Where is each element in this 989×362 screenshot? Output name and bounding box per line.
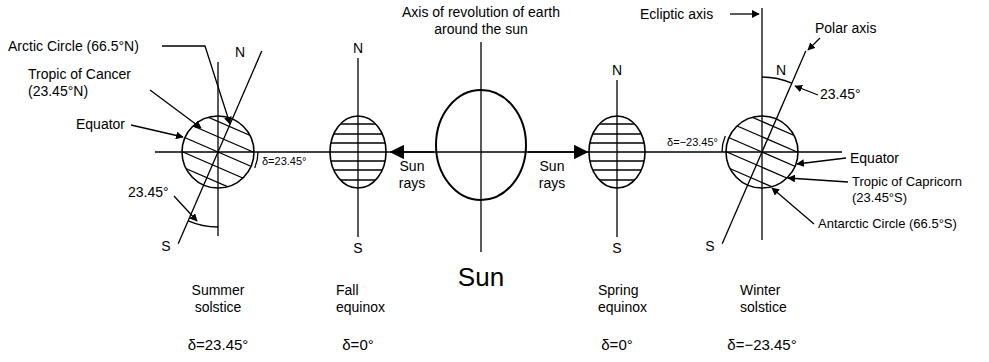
- pole-label: S: [705, 238, 714, 255]
- declination-value: δ=23.45°: [188, 336, 249, 354]
- pole-label: S: [612, 240, 621, 257]
- declination-value: δ=0°: [342, 336, 373, 354]
- pole-label: N: [353, 40, 363, 57]
- angle-label: 23.45°: [820, 86, 861, 103]
- latitude-label: Equator: [850, 150, 899, 167]
- latitude-label: Tropic of Capricorn (23.45°S): [852, 174, 984, 205]
- pole-label: N: [235, 44, 245, 61]
- pole-label: N: [612, 62, 622, 79]
- rays-label: Sun rays: [532, 158, 572, 192]
- season-label: Fall equinox: [336, 282, 406, 316]
- angle-label: 23.45°: [128, 184, 169, 201]
- latitude-label: Arctic Circle (66.5°N): [8, 38, 139, 55]
- latitude-label: Antarctic Circle (66.5°S): [818, 216, 957, 232]
- sun-label: Sun: [458, 262, 504, 293]
- latitude-label: Equator: [76, 116, 125, 133]
- pole-label: S: [353, 240, 362, 257]
- pole-label: S: [161, 238, 170, 255]
- season-label: Spring equinox: [598, 282, 668, 316]
- axis-label: Polar axis: [815, 20, 876, 37]
- declination-value: δ=−23.45°: [727, 336, 796, 354]
- declination-label: δ=23.45°: [262, 155, 306, 168]
- axis-label: Ecliptic axis: [640, 6, 713, 23]
- season-label: Summer solstice: [178, 282, 258, 316]
- declination-value: δ=0°: [601, 336, 632, 354]
- declination-label: δ=−23.45°: [667, 136, 718, 149]
- season-label: Winter solstice: [740, 282, 810, 316]
- latitude-label: Tropic of Cancer (23.45°N): [28, 66, 146, 100]
- pole-label: N: [776, 62, 786, 79]
- rays-label: Sun rays: [392, 158, 432, 192]
- axis-title: Axis of revolution of earth around the s…: [381, 4, 581, 38]
